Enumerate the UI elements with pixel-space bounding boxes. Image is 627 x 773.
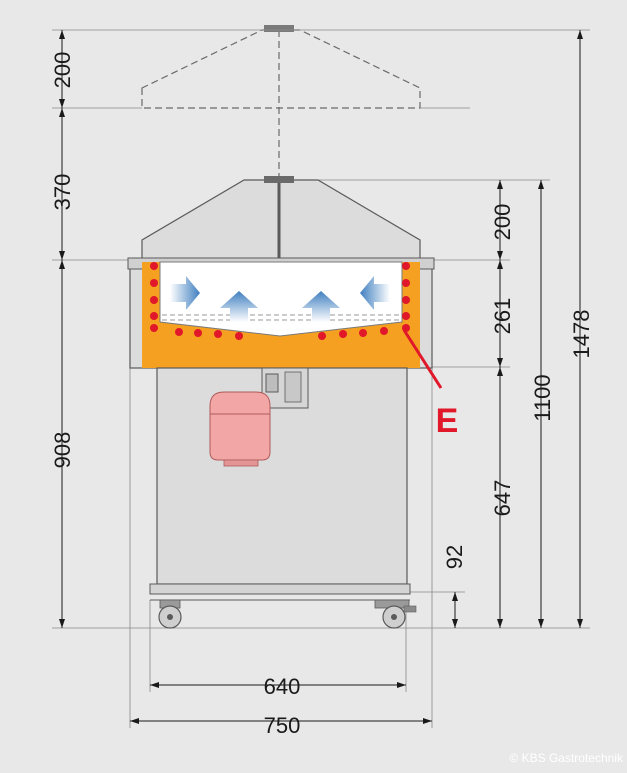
- compressor: [209, 391, 271, 467]
- dome: [141, 179, 421, 261]
- dimension-arrowhead: [497, 367, 503, 376]
- well-interior: [159, 261, 403, 337]
- dimension-arrowhead: [577, 619, 583, 628]
- dim-base-to-rim: 908: [50, 432, 75, 469]
- heating-dot: [235, 332, 243, 340]
- heating-dot: [339, 330, 347, 338]
- heating-dot: [150, 296, 158, 304]
- dimension-arrowhead: [423, 718, 432, 724]
- bottom-shelf: [149, 583, 411, 595]
- dimension-arrowhead: [130, 718, 139, 724]
- copyright-notice: © KBS Gastrotechnik: [509, 751, 623, 765]
- airflow-arrow-up-right: [302, 291, 340, 322]
- heating-dot: [194, 329, 202, 337]
- dim-rim-total: 1100: [530, 374, 555, 421]
- airflow-arrow-left: [360, 276, 390, 310]
- dim-canopy-height: 200: [50, 52, 75, 89]
- dim-overall-width: 750: [264, 713, 301, 738]
- dim-dome-height: 200: [490, 204, 515, 241]
- dimension-arrowhead: [59, 619, 65, 628]
- drain-fitting: [261, 367, 309, 409]
- dimension-arrowhead: [150, 682, 159, 688]
- dimension-arrowhead: [59, 99, 65, 108]
- heating-dot: [175, 328, 183, 336]
- dimension-arrowhead: [59, 108, 65, 117]
- dome-handle: [264, 176, 294, 183]
- castor-left: [158, 599, 182, 629]
- dimension-arrowheads: [59, 30, 583, 724]
- heating-element-dots: [150, 262, 410, 340]
- dimension-arrowhead: [497, 358, 503, 367]
- dim-total-height: 1478: [569, 310, 594, 359]
- dimension-arrowhead: [497, 180, 503, 189]
- canopy-handle: [264, 25, 294, 32]
- castor-right: [374, 599, 417, 629]
- heating-dot: [150, 262, 158, 270]
- heating-dot: [214, 330, 222, 338]
- dimension-arrowhead: [59, 251, 65, 260]
- heating-dot: [402, 262, 410, 270]
- heating-dot: [402, 279, 410, 287]
- heating-dot: [380, 327, 388, 335]
- dimension-arrowhead: [577, 30, 583, 39]
- callout-letter: E: [436, 402, 459, 440]
- dimension-arrowhead: [59, 30, 65, 39]
- heating-dot: [402, 296, 410, 304]
- dimension-arrowhead: [497, 260, 503, 269]
- airflow-arrow-right: [170, 276, 200, 310]
- dim-canopy-lift: 370: [50, 174, 75, 211]
- dim-counter-height: 647: [490, 480, 515, 517]
- heating-dot: [150, 279, 158, 287]
- dimension-arrowhead: [538, 180, 544, 189]
- dimension-arrowhead: [538, 619, 544, 628]
- airflow-arrows: [170, 276, 390, 322]
- raised-canopy-outline: [141, 29, 421, 180]
- dim-wheelbase-width: 640: [264, 674, 301, 699]
- dimension-arrowhead: [497, 619, 503, 628]
- heating-dot: [150, 312, 158, 320]
- dim-shelf-height: 92: [442, 545, 467, 569]
- dimension-lines: [61, 30, 581, 722]
- dimension-arrowhead: [452, 619, 458, 628]
- heating-dot: [402, 312, 410, 320]
- heating-dot: [318, 332, 326, 340]
- airflow-arrow-up-left: [220, 291, 258, 322]
- dim-well-depth: 261: [490, 298, 515, 335]
- dimension-arrowhead: [452, 592, 458, 601]
- heating-dot: [150, 324, 158, 332]
- heating-dot: [359, 329, 367, 337]
- dimension-arrowhead: [497, 251, 503, 260]
- callout-leader: [402, 329, 443, 389]
- dimension-arrowhead: [397, 682, 406, 688]
- dimension-arrowhead: [59, 260, 65, 269]
